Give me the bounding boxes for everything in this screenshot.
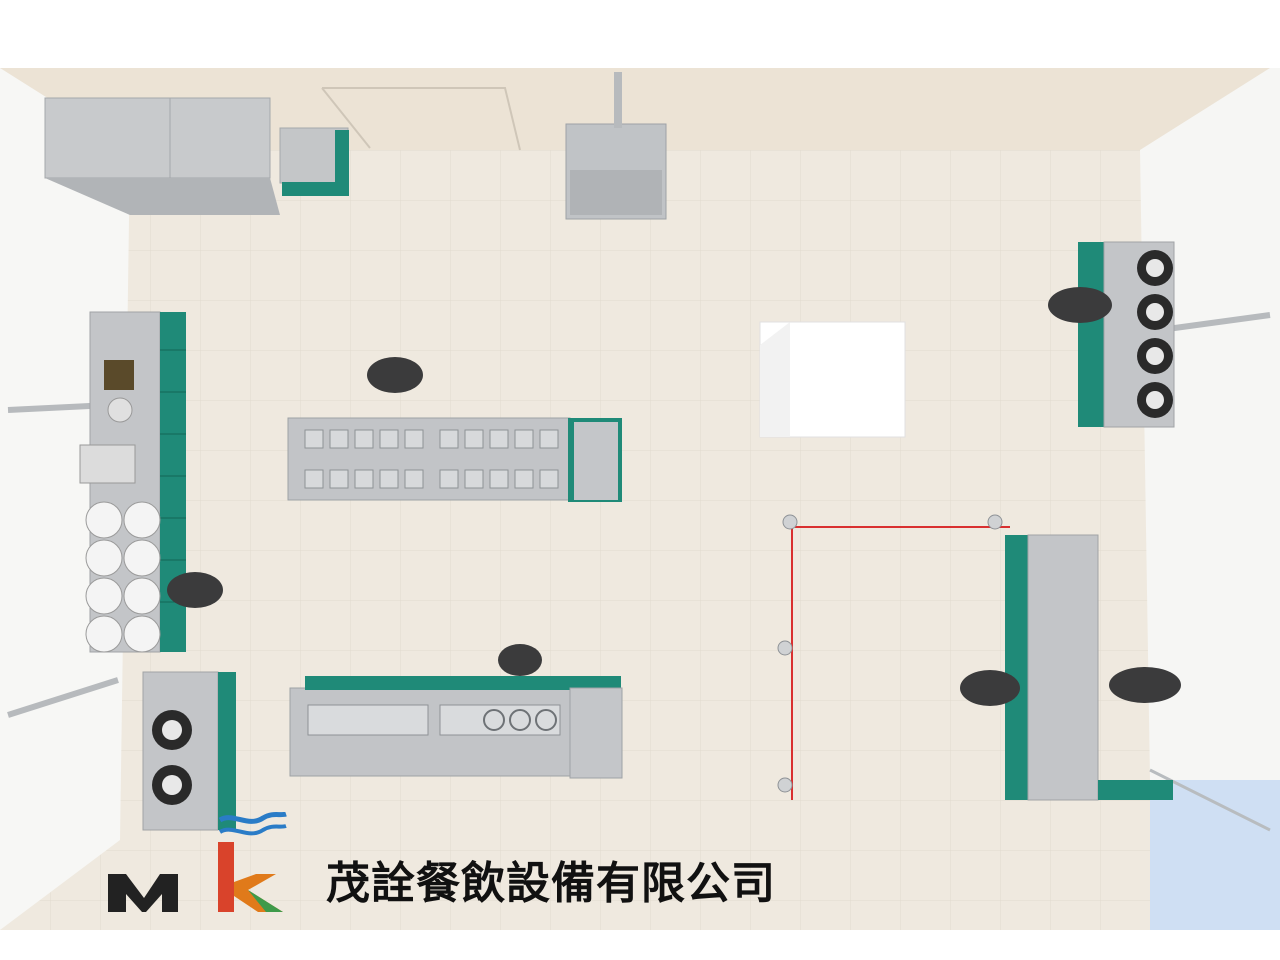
company-logo (108, 811, 288, 917)
right-door-glass (1150, 780, 1280, 930)
wall-cabinet-1 (44, 97, 171, 179)
right-stove-counter (1078, 242, 1106, 427)
service-counter (1005, 535, 1030, 800)
company-name: 茂詮餐飲設備有限公司 (326, 858, 776, 909)
sink-icon (307, 704, 561, 736)
left-wall (0, 68, 130, 930)
left-stove (142, 671, 219, 831)
right-wall (1140, 68, 1280, 860)
person-icon (167, 287, 1181, 706)
plate-stack (85, 501, 161, 653)
queue-barrier (791, 526, 1010, 800)
